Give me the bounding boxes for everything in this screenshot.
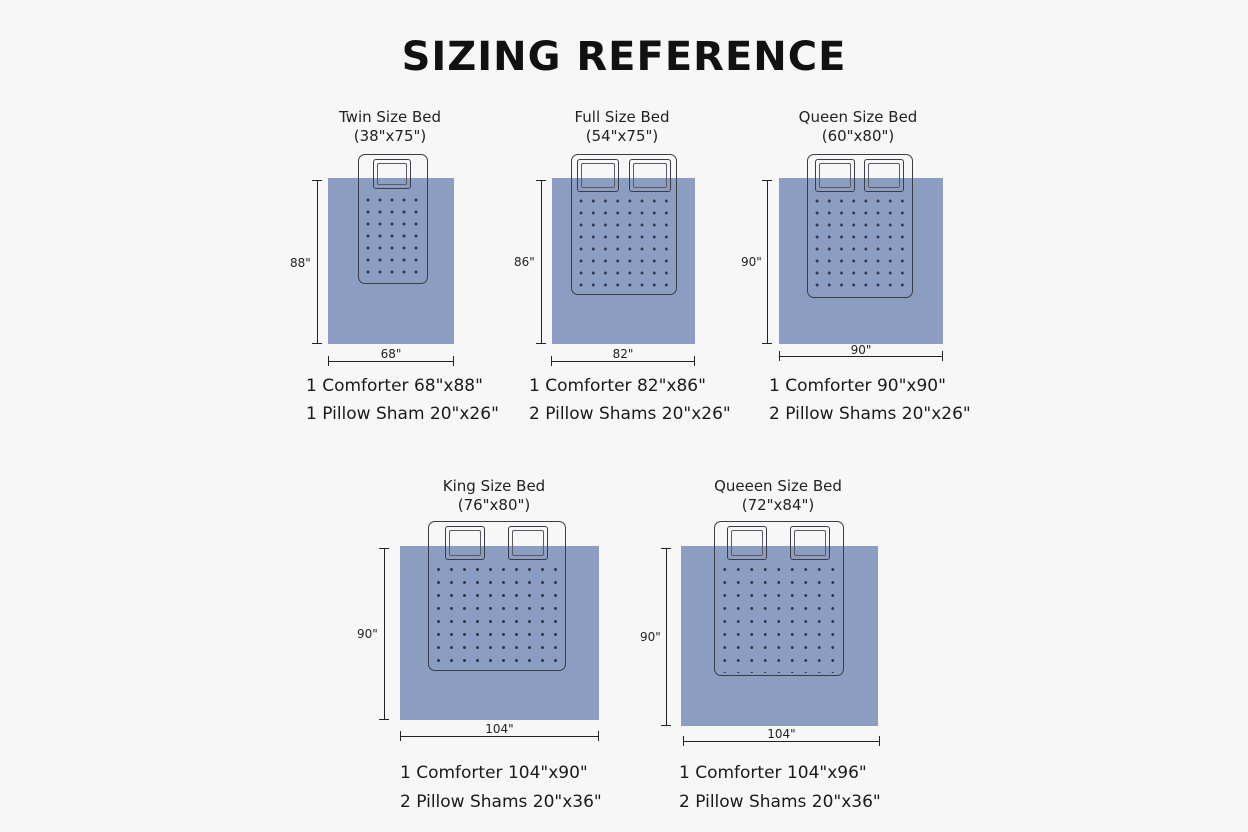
mattress-outline (714, 521, 844, 676)
pillow-spec: 2 Pillow Shams 20"x36" (679, 792, 881, 812)
width-label: 104" (485, 722, 514, 736)
bed-dimensions: (54"x75") (585, 127, 659, 145)
width-label: 90" (850, 343, 872, 357)
height-label: 86" (514, 255, 535, 269)
width-dimension-line (683, 736, 880, 746)
bed-dimensions: (72"x84") (741, 496, 815, 514)
comforter-spec: 1 Comforter 68"x88" (306, 376, 483, 396)
bed-dimensions: (76"x80") (457, 496, 531, 514)
width-label: 68" (380, 347, 402, 361)
height-dimension-line (661, 548, 671, 726)
mattress-outline (807, 154, 913, 298)
pillow-icon (445, 526, 485, 560)
width-dimension-line (779, 351, 943, 361)
quilting-pattern (718, 563, 840, 673)
pillow-icon (727, 526, 767, 560)
bed-name: Full Size Bed (574, 108, 670, 126)
comforter-spec: 1 Comforter 90"x90" (769, 376, 946, 396)
width-dimension-line (551, 356, 695, 366)
pillow-spec: 2 Pillow Shams 20"x26" (769, 404, 971, 424)
width-dimension-line (400, 731, 599, 741)
page-title: SIZING REFERENCE (401, 34, 847, 80)
height-label: 90" (640, 630, 661, 644)
pillow-icon (864, 159, 904, 192)
height-dimension-line (379, 548, 389, 720)
bed-name: Queen Size Bed (798, 108, 918, 126)
comforter-spec: 1 Comforter 104"x96" (679, 763, 867, 783)
quilting-pattern (362, 194, 424, 278)
height-label: 88" (290, 256, 311, 270)
height-dimension-line (536, 180, 546, 344)
pillow-icon (790, 526, 830, 560)
width-dimension-line (328, 356, 454, 366)
pillow-icon (373, 159, 411, 189)
pillow-spec: 1 Pillow Sham 20"x26" (306, 404, 499, 424)
pillow-icon (815, 159, 855, 192)
quilting-pattern (432, 563, 562, 667)
pillow-icon (577, 159, 619, 192)
pillow-spec: 2 Pillow Shams 20"x36" (400, 792, 602, 812)
pillow-icon (508, 526, 548, 560)
pillow-icon (629, 159, 671, 192)
quilting-pattern (575, 195, 673, 290)
bed-dimensions: (38"x75") (353, 127, 427, 145)
width-label: 104" (767, 727, 796, 741)
height-label: 90" (357, 627, 378, 641)
mattress-outline (571, 154, 677, 295)
mattress-outline (358, 154, 428, 284)
mattress-outline (428, 521, 566, 671)
height-dimension-line (762, 180, 772, 344)
comforter-spec: 1 Comforter 82"x86" (529, 376, 706, 396)
quilting-pattern (811, 195, 909, 293)
height-label: 90" (741, 255, 762, 269)
width-label: 82" (612, 347, 634, 361)
comforter-spec: 1 Comforter 104"x90" (400, 763, 588, 783)
bed-name: King Size Bed (442, 477, 546, 495)
height-dimension-line (312, 180, 322, 344)
bed-name: Twin Size Bed (339, 108, 441, 126)
pillow-spec: 2 Pillow Shams 20"x26" (529, 404, 731, 424)
bed-dimensions: (60"x80") (821, 127, 895, 145)
bed-name: Queeen Size Bed (714, 477, 842, 495)
